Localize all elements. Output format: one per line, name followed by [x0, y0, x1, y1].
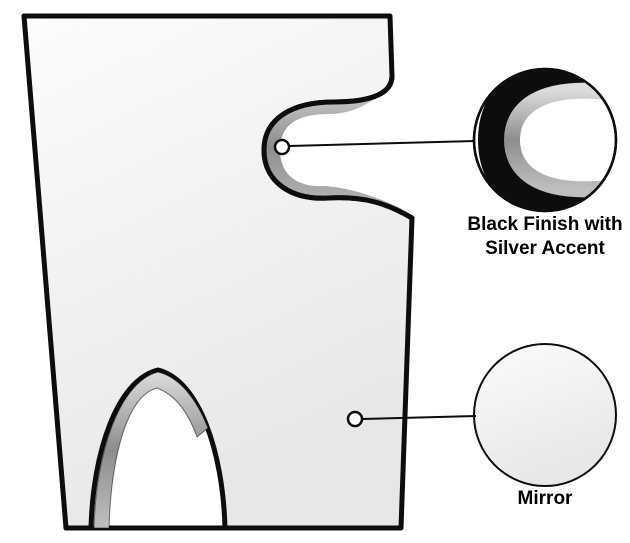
zoom-finish-detail [477, 70, 614, 210]
mirror-body [21, 13, 415, 531]
zoom-silver-band [503, 82, 611, 198]
zoom-circle-mirror [473, 343, 617, 487]
arch-silver-accent-band [93, 371, 209, 529]
leader-line-finish [288, 140, 476, 147]
zoom-black-band [477, 70, 614, 210]
mirror-label: Mirror [518, 488, 574, 509]
notch-silver-accent-band [264, 76, 412, 218]
finish-label-line2: Silver Accent [485, 238, 605, 259]
zoom-inset-finish [472, 67, 618, 213]
zoom-circle-finish-rim [472, 67, 618, 213]
callout-dot-mirror [346, 410, 364, 428]
notch-outline [261, 73, 415, 221]
callout-dot-finish [273, 138, 291, 156]
leader-line-mirror [361, 415, 477, 420]
finish-label-line1: Black Finish with [467, 214, 622, 235]
